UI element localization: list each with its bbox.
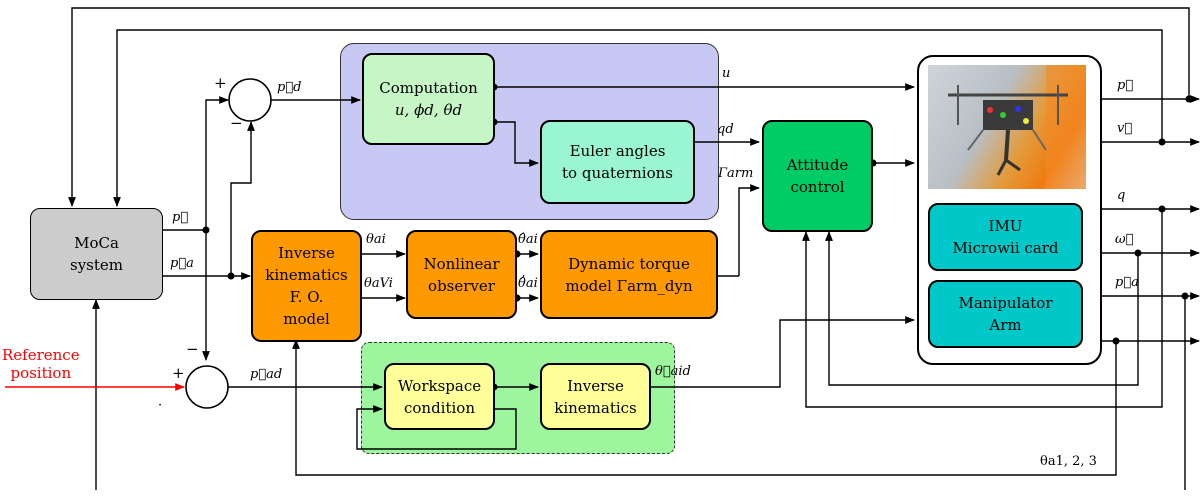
- signal-out-v: v⃗: [1117, 121, 1133, 136]
- bottom-sum-plus: +: [172, 364, 185, 382]
- signal-theta-hat-ai: θ̂ai: [518, 232, 538, 247]
- bottom-sum-minus: −: [186, 340, 199, 358]
- ik-fo-line-3: F. O.: [289, 288, 324, 306]
- nonlinear-observer-block[interactable]: Nonlinear observer: [406, 230, 517, 319]
- signal-p-a: p⃗a: [170, 256, 194, 271]
- torque-line-2: model Γarm_dyn: [565, 276, 693, 295]
- moca-line-1: MoCa: [74, 234, 119, 252]
- imu-block[interactable]: IMU Microwii card: [928, 203, 1083, 271]
- signal-p-ad: p⃗ad: [250, 367, 283, 382]
- signal-gamma-arm: Γarm: [718, 166, 754, 181]
- signal-out-q: q: [1117, 188, 1126, 203]
- omega-feedback-line: [825, 231, 1139, 386]
- imu-line-2: Microwii card: [952, 239, 1059, 257]
- moca-system-block[interactable]: MoCa system: [30, 208, 163, 300]
- computation-block[interactable]: Computation u, ϕd, θd: [362, 53, 495, 145]
- signal-theta-aVi: θaVi: [364, 276, 393, 291]
- gamma-line: [738, 184, 760, 276]
- ik-fo-line-2: kinematics: [265, 266, 348, 284]
- top-sum-minus: −: [230, 114, 243, 132]
- signal-u: u: [722, 66, 731, 81]
- signal-theta-a123: θa1, 2, 3: [1040, 454, 1097, 469]
- manipulator-arm-block[interactable]: Manipulator Arm: [928, 280, 1083, 348]
- stray-dot: ·: [158, 398, 163, 413]
- workspace-line-1: Workspace: [397, 376, 482, 395]
- ik-fo-line-4: model: [283, 310, 330, 328]
- ik-line-1: Inverse: [567, 376, 624, 395]
- attitude-control-block[interactable]: Attitude control: [762, 120, 873, 232]
- comp-to-euler-line: [494, 121, 539, 167]
- ik-line-2: kinematics: [554, 398, 637, 417]
- signal-p: p⃗: [172, 210, 189, 225]
- top-sum-plus: +: [214, 74, 227, 92]
- computation-line-1: Computation: [379, 79, 478, 97]
- ik-fo-line-1: Inverse: [278, 244, 335, 262]
- drone-photo: [928, 65, 1086, 189]
- top-sum-junction: [228, 78, 272, 122]
- pa-to-top-sum: [230, 121, 255, 276]
- signal-q-d: qd: [717, 122, 734, 137]
- inverse-kinematics-block[interactable]: Inverse kinematics: [540, 363, 651, 430]
- signal-out-pa: p⃗a: [1115, 275, 1139, 290]
- workspace-loop-line: [356, 405, 517, 450]
- moca-line-2: system: [70, 256, 123, 274]
- observer-line-2: observer: [428, 276, 495, 295]
- computation-line-2: u, ϕd, θd: [394, 101, 463, 119]
- reference-line-1: Reference: [2, 346, 80, 364]
- drone-graphic: [948, 65, 1086, 189]
- signal-theta-ai: θai: [366, 232, 386, 247]
- manipulator-line-1: Manipulator: [958, 294, 1053, 312]
- signal-p-d: p⃗d: [277, 80, 302, 95]
- euler-line-1: Euler angles: [569, 142, 666, 160]
- torque-line-1: Dynamic torque: [568, 254, 690, 273]
- p-to-top-sum: [205, 96, 229, 230]
- theta-a123-line: [292, 339, 1117, 476]
- feedback-inner-line: [113, 29, 1163, 207]
- observer-line-1: Nonlinear: [423, 254, 500, 273]
- euler-angles-block[interactable]: Euler angles to quaternions: [540, 120, 695, 204]
- attitude-line-2: control: [790, 178, 845, 196]
- signal-out-omega: ω⃗: [1115, 232, 1134, 247]
- reference-line-2: position: [10, 364, 72, 382]
- attitude-line-1: Attitude: [786, 156, 849, 174]
- imu-line-1: IMU: [988, 217, 1023, 235]
- signal-out-p: p⃗: [1117, 78, 1134, 93]
- workspace-line-2: condition: [403, 398, 475, 417]
- q-feedback-line: [802, 209, 1163, 408]
- feedback-outer-line: [68, 7, 1190, 207]
- reference-label: Reference position: [2, 346, 80, 382]
- theta-aid-line: [651, 316, 915, 388]
- signal-theta-aid: θ⃗aid: [655, 364, 691, 379]
- inverse-kinematics-fo-block[interactable]: Inverse kinematics F. O. model: [251, 230, 362, 342]
- workspace-condition-block[interactable]: Workspace condition: [384, 363, 495, 430]
- dynamic-torque-block[interactable]: Dynamic torque model Γarm_dyn: [540, 230, 718, 319]
- manipulator-line-2: Arm: [989, 316, 1022, 334]
- signal-theta-hat-dot-ai: θ̂̇ai: [518, 276, 538, 291]
- euler-line-2: to quaternions: [562, 164, 673, 182]
- bottom-sum-junction: [185, 365, 229, 409]
